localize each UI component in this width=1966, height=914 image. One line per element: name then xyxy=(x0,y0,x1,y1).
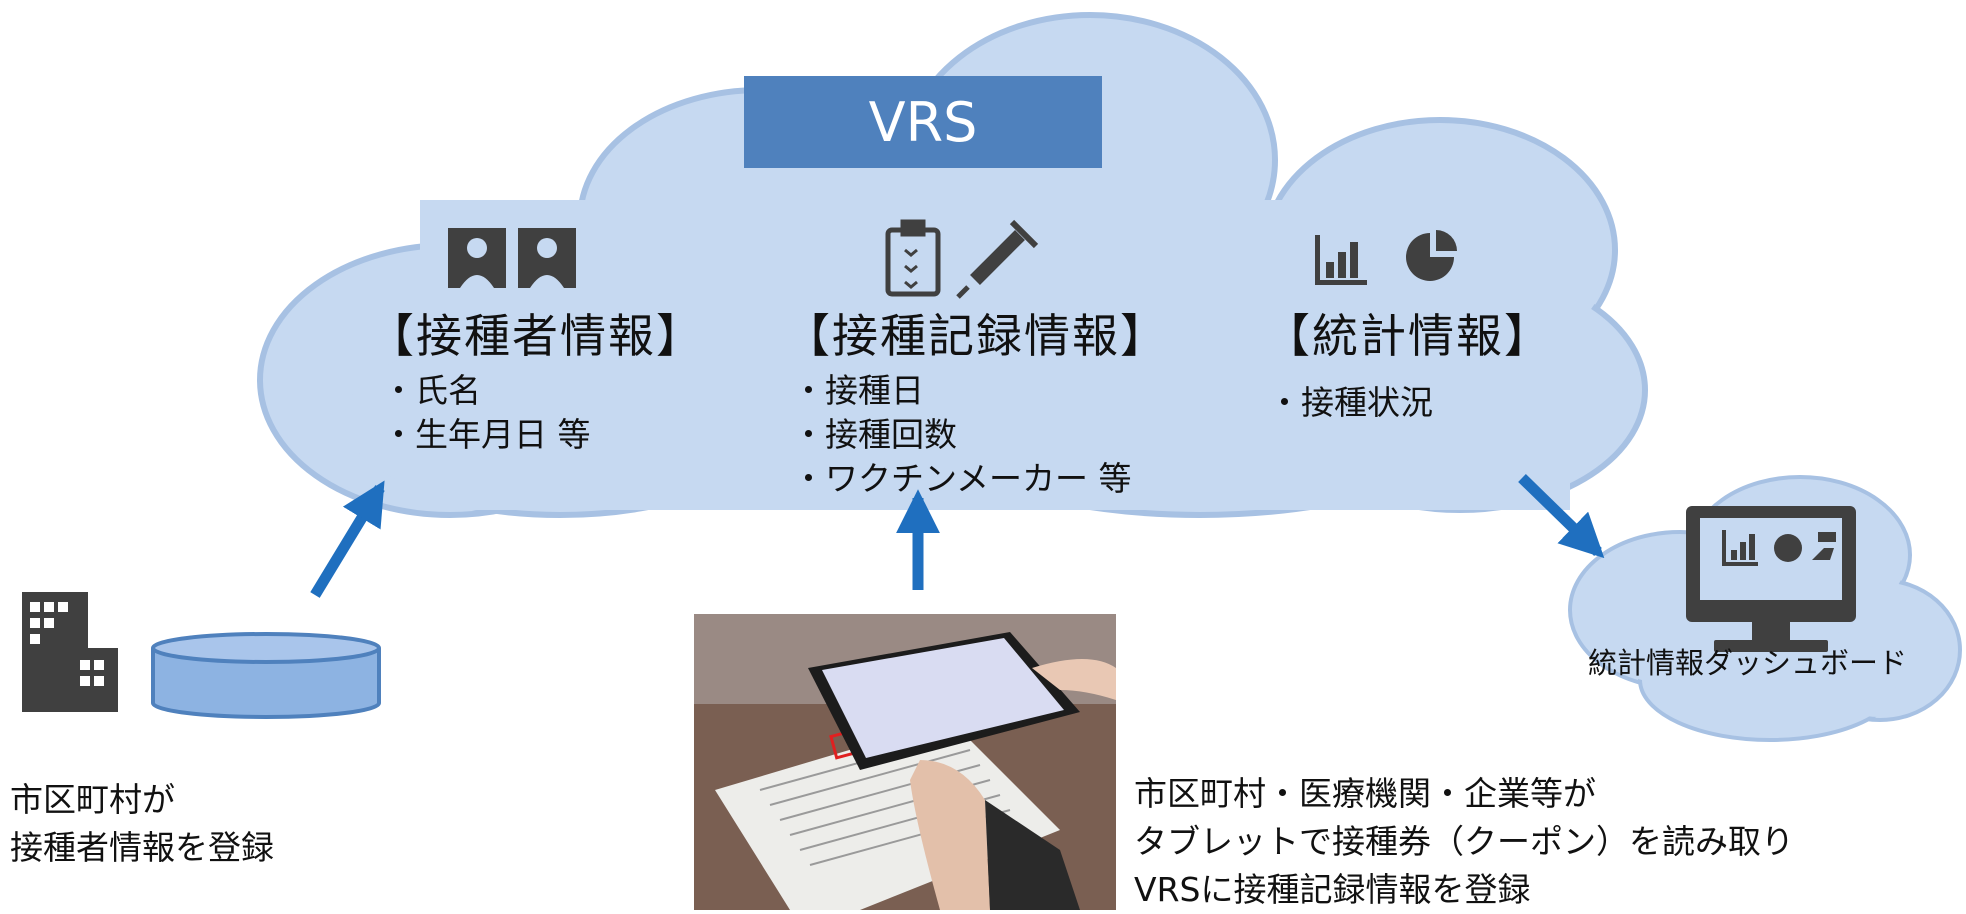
database-icon xyxy=(151,632,381,719)
tablet-caption-line: タブレットで接種券（クーポン）を読み取り xyxy=(1134,822,1794,861)
arrow-municipality-to-vrs xyxy=(310,480,385,598)
bar-pie-chart-icon xyxy=(1315,230,1457,285)
people-icon xyxy=(448,228,576,288)
vaccination-record-item: ・接種日 xyxy=(792,371,924,410)
tablet-photo xyxy=(694,614,1116,910)
monitor-icon xyxy=(1686,506,1856,652)
vaccination-record-item: ・ワクチンメーカー 等 xyxy=(792,459,1132,498)
building-icon xyxy=(22,592,118,712)
recipient-info-item: ・生年月日 等 xyxy=(382,415,591,454)
vrs-label-box: VRS xyxy=(744,76,1102,168)
tablet-caption-line: 市区町村・医療機関・企業等が xyxy=(1134,774,1596,813)
arrow-vrs-to-dashboard xyxy=(1518,474,1605,559)
vrs-label: VRS xyxy=(868,90,978,154)
dashboard-label: 統計情報ダッシュボード xyxy=(1588,646,1908,680)
municipality-caption-line: 市区町村が xyxy=(10,780,175,819)
section-title-recipient-info: 【接種者情報】 xyxy=(368,309,704,363)
municipality-caption-line: 接種者情報を登録 xyxy=(10,828,274,867)
section-title-statistics: 【統計情報】 xyxy=(1264,309,1552,363)
statistics-item: ・接種状況 xyxy=(1268,383,1433,422)
clipboard-syringe-icon xyxy=(885,219,1039,299)
tablet-caption-line: VRSに接種記録情報を登録 xyxy=(1134,870,1531,909)
recipient-info-item: ・氏名 xyxy=(382,371,481,410)
section-title-vaccination-record: 【接種記録情報】 xyxy=(784,309,1168,363)
vaccination-record-item: ・接種回数 xyxy=(792,415,957,454)
